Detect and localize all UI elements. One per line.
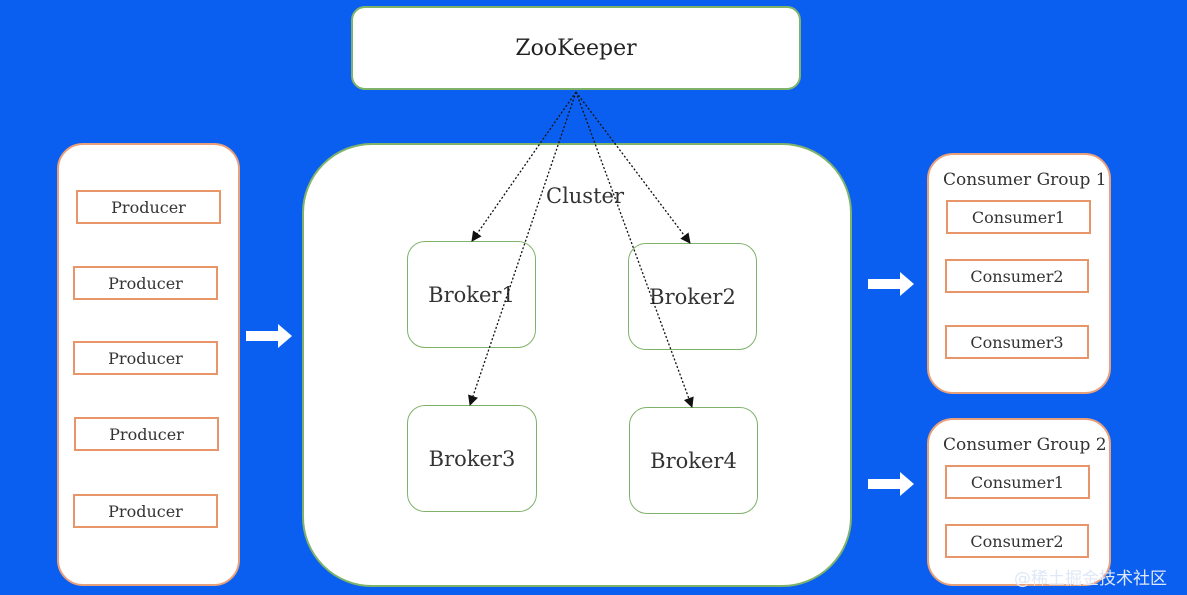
cluster-to-group1-arrow — [868, 272, 914, 296]
producer-node: Producer — [74, 417, 219, 451]
consumer-node: Consumer2 — [945, 524, 1089, 558]
consumer-group-2-title: Consumer Group 2 — [943, 435, 1107, 455]
producer-node: Producer — [76, 190, 221, 224]
cluster-label: Cluster — [546, 184, 624, 208]
producers-to-cluster-arrow — [246, 324, 292, 348]
broker3-node: Broker3 — [407, 405, 537, 512]
consumer-node: Consumer1 — [946, 200, 1091, 234]
broker1-node: Broker1 — [407, 241, 536, 348]
cluster-to-group2-arrow — [868, 472, 914, 496]
cluster-container — [302, 143, 852, 587]
producer-node: Producer — [73, 494, 218, 528]
consumer-group-2-container — [927, 418, 1111, 586]
zookeeper-node: ZooKeeper — [351, 6, 801, 90]
consumer-node: Consumer1 — [945, 465, 1090, 499]
consumer-node: Consumer3 — [945, 325, 1089, 359]
watermark: @稀土掘金技术社区 — [1014, 569, 1167, 589]
producer-node: Producer — [73, 266, 218, 300]
consumer-group-1-title: Consumer Group 1 — [943, 170, 1107, 190]
consumer-node: Consumer2 — [945, 259, 1089, 293]
zookeeper-label: ZooKeeper — [515, 35, 637, 61]
broker4-node: Broker4 — [629, 407, 758, 514]
producer-node: Producer — [73, 341, 218, 375]
broker2-node: Broker2 — [628, 243, 757, 350]
